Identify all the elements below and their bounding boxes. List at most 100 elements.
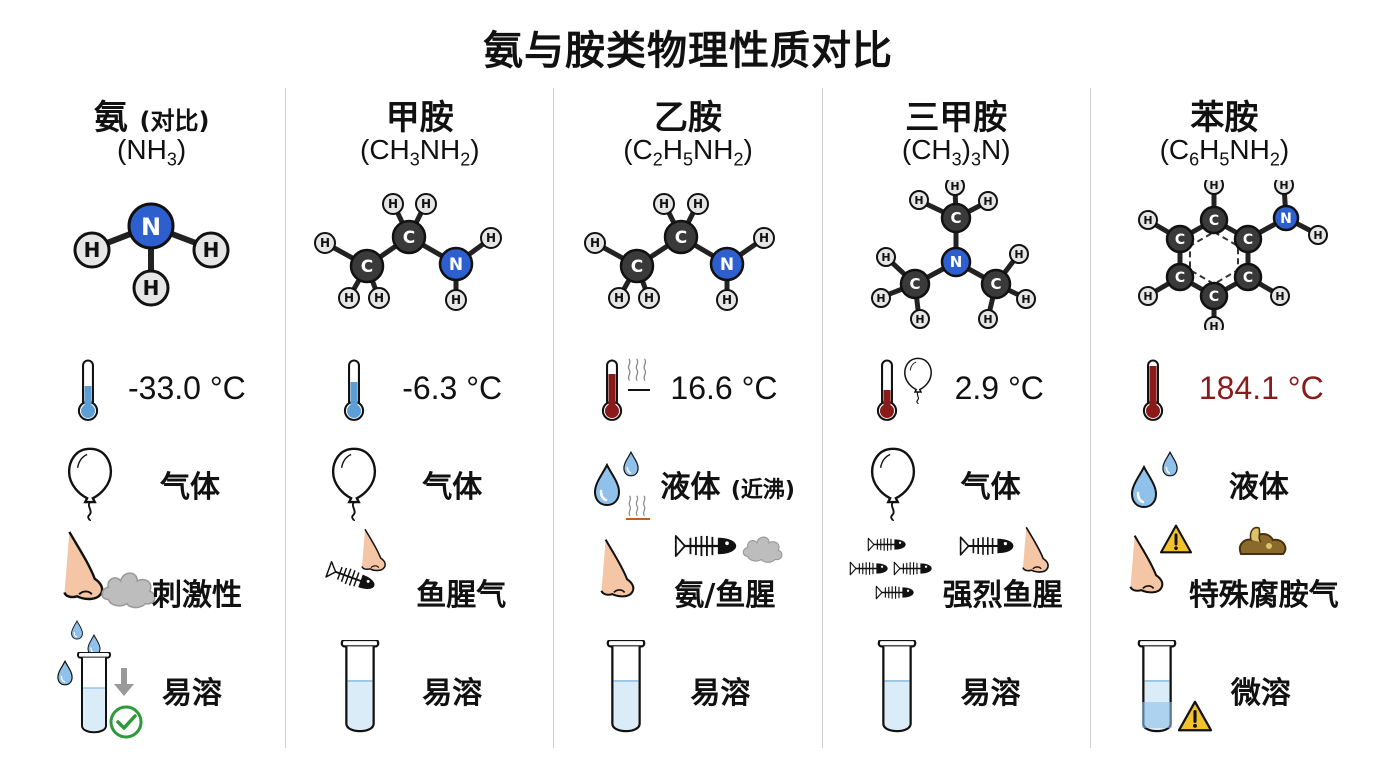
smoke-icon [743,536,783,563]
boiling-point: -33.0 °C [128,370,246,406]
boiling-point-icons [602,358,651,422]
fish-bone-icon [675,534,738,558]
svg-text:H: H [881,251,890,264]
state-icons [594,451,651,520]
state: 液体 [1228,470,1289,505]
thermometer-icon [77,359,99,422]
svg-text:C: C [990,275,1001,293]
boiling-point: 184.1 °C [1198,370,1324,406]
svg-text:H: H [486,231,496,245]
svg-text:N: N [949,253,962,271]
svg-text:H: H [1209,320,1218,330]
svg-text:H: H [1313,229,1322,242]
svg-text:H: H [84,238,101,262]
nose-icon [361,528,387,572]
check-icon [109,705,143,739]
svg-text:N: N [141,213,161,241]
svg-text:H: H [722,293,732,307]
svg-text:H: H [693,197,703,211]
nose-icon [1021,526,1049,573]
odor: 特殊腐胺气 [1188,578,1339,613]
svg-text:H: H [983,195,992,208]
boiling-point: -6.3 °C [402,370,503,406]
odor: 强烈鱼腥 [942,578,1063,613]
page-title: 氨与胺类物理性质对比 [483,28,893,74]
steam-icon [628,358,647,381]
svg-text:H: H [1143,214,1152,227]
svg-text:H: H [143,276,160,300]
odor: 鱼腥气 [416,578,507,613]
boiling-point: 16.6 °C [670,370,778,406]
solubility: 易溶 [162,676,222,711]
decay-icon [1238,526,1287,555]
compound-formula: (C6H5NH2) [1159,134,1290,170]
balloon-icon [332,447,377,521]
solubility-icons [57,620,143,739]
boiling-point-icons [876,357,932,422]
svg-text:H: H [1143,290,1152,303]
test-tube-icon [340,640,380,733]
svg-text:H: H [659,197,669,211]
odor-icons [1129,524,1287,594]
svg-text:H: H [388,197,398,211]
compound-formula: (CH3)3N) [901,134,1011,170]
svg-text:H: H [203,238,220,262]
svg-text:H: H [950,180,959,193]
svg-text:H: H [983,313,992,326]
compound-formula: (C2H5NH2) [623,134,753,170]
boiling-point: 2.9 °C [954,370,1044,406]
svg-text:N: N [1280,211,1292,227]
svg-text:C: C [361,257,373,277]
state-icons [1130,451,1178,509]
compound-name: 甲胺 [385,98,454,138]
svg-text:C: C [950,209,961,227]
solubility-icons [1137,640,1213,733]
molecule-ammonia: N H H H [73,202,230,307]
nose-icon [600,538,635,598]
svg-text:C: C [403,228,415,248]
svg-text:C: C [1243,270,1253,286]
droplets-icon [594,451,640,507]
solubility: 易溶 [960,676,1021,711]
svg-text:H: H [1209,180,1218,192]
svg-text:H: H [1021,293,1030,306]
svg-text:H: H [876,292,885,305]
solubility: 微溶 [1230,676,1291,711]
droplets-icon [1130,451,1178,509]
svg-text:C: C [1209,213,1219,229]
thermometer-icon [876,359,897,422]
balloon-icon [870,447,915,521]
svg-text:H: H [759,231,769,245]
compound-name: 苯胺 [1190,98,1259,138]
nose-icon [1129,534,1164,594]
state-icons [332,447,377,521]
svg-text:H: H [320,236,330,250]
state: 气体 [960,470,1021,505]
test-tube-icon [606,640,646,733]
thermometer-icon [1142,359,1164,422]
test-tube-icon [76,652,112,734]
svg-text:C: C [1209,289,1219,305]
thermometer-icon [602,359,623,422]
solubility: 易溶 [690,676,751,711]
compound-name: 乙胺 [654,98,722,138]
svg-text:C: C [1175,232,1185,248]
svg-text:H: H [590,236,600,250]
svg-text:H: H [614,291,624,305]
svg-text:C: C [1243,232,1253,248]
svg-text:N: N [720,255,734,275]
nose-icon [63,530,104,601]
state-icons [67,447,113,521]
test-tube-icon [877,640,917,733]
state-icons [870,447,915,521]
state: 液体 (近沸) [660,470,795,505]
svg-text:C: C [909,275,920,293]
